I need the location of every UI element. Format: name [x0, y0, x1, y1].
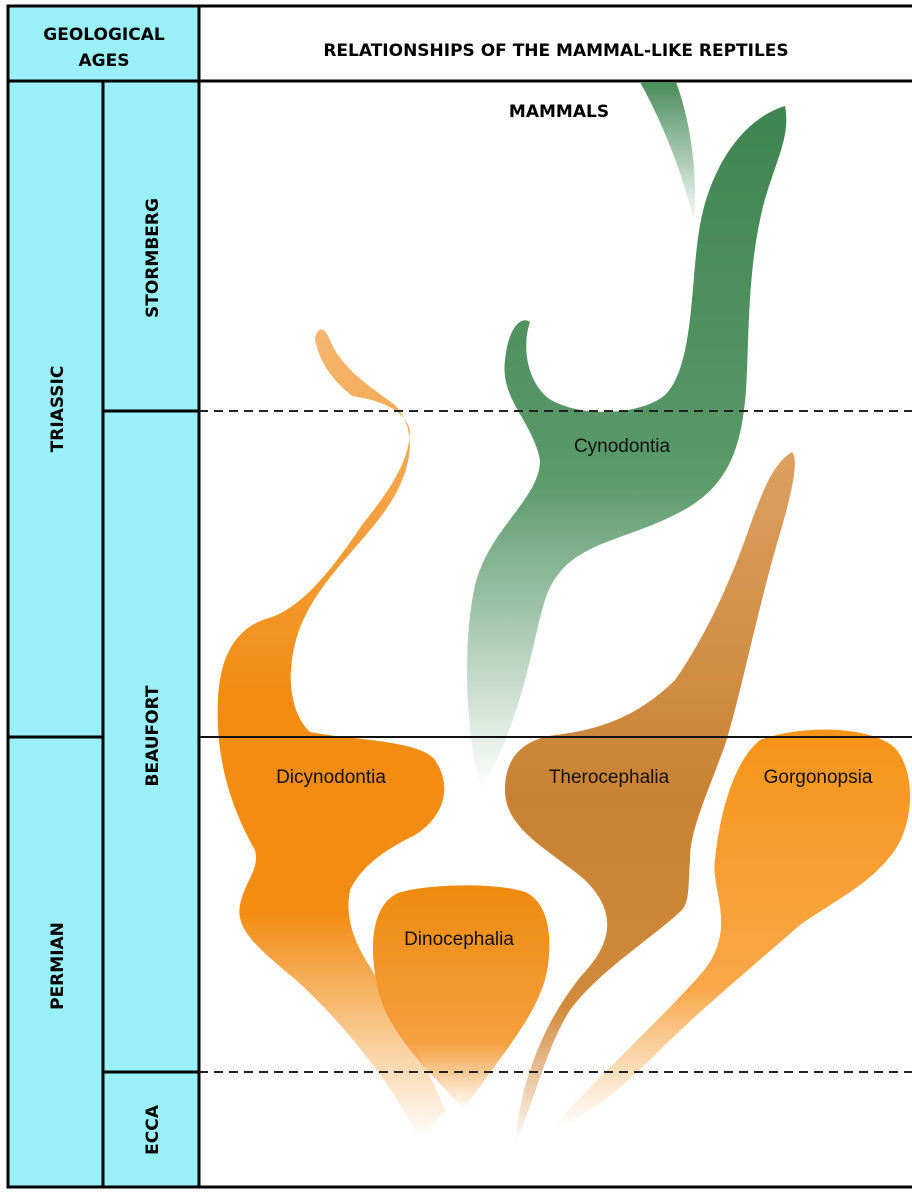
stormberg-label: STORMBERG: [143, 198, 163, 318]
triassic-label: TRIASSIC: [48, 366, 68, 453]
ages-header-line2: AGES: [79, 51, 130, 71]
permian-label: PERMIAN: [48, 922, 68, 1010]
gorgonopsia-label: Gorgonopsia: [764, 767, 873, 788]
ecca-label: ECCA: [143, 1104, 163, 1155]
ages-header-line1: GEOLOGICAL: [43, 25, 165, 45]
therocephalia-label: Therocephalia: [549, 767, 670, 788]
cynodontia-label: Cynodontia: [574, 436, 671, 457]
mammals-lineage-shape: [640, 82, 695, 225]
dinocephalia-label: Dinocephalia: [404, 929, 514, 950]
mammals-label: MAMMALS: [509, 102, 609, 122]
dicynodontia-label: Dicynodontia: [276, 767, 386, 788]
beaufort-label: BEAUFORT: [143, 685, 163, 786]
page-title: RELATIONSHIPS OF THE MAMMAL-LIKE REPTILE…: [323, 41, 788, 61]
